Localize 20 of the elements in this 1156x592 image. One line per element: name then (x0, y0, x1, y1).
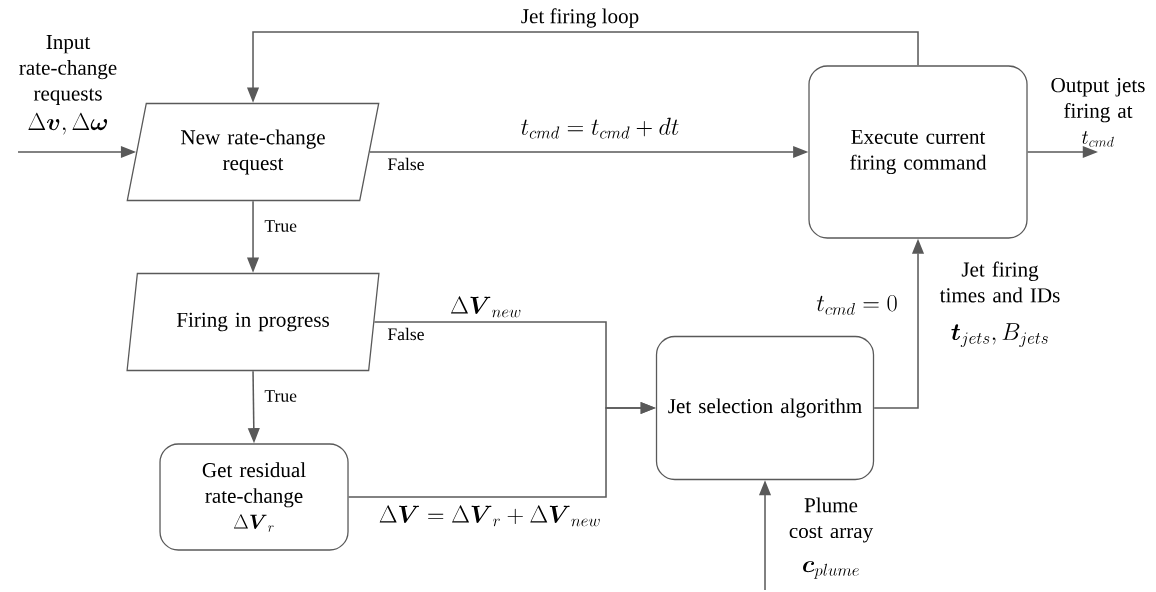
parallelogram-box: New rate-change request (126, 102, 380, 202)
rounded-box: Execute current firing command (808, 65, 1028, 239)
formula-label: $\boldsymbol{t}_{jets}, B_{jets}$ (951, 323, 1048, 347)
formula-label: $\Delta \boldsymbol{V}_{new}$ (451, 296, 521, 318)
edge-label: True (263, 219, 299, 233)
edge-label: Jet firing loop (519, 7, 641, 29)
formula-label: $\Delta \boldsymbol{v}, \Delta \boldsymbol{\omega}$ (28, 112, 108, 135)
edge-label: True (263, 389, 299, 403)
rounded-box: Get residual rate-change $\Delta \boldsymbol{V}_{r}$ (159, 443, 349, 551)
formula-label: $t_{cmd} = t_{cmd} + dt$ (521, 117, 679, 139)
edge-label: False (386, 326, 426, 342)
annotation-text: Input rate-change requests (19, 35, 117, 105)
formula-label: $t_{cmd} = 0$ (816, 294, 897, 315)
annotation-text: Output jets firing at $t_{cmd}$ (1051, 78, 1145, 147)
annotation-text: Jet firing times and IDs (939, 261, 1060, 303)
rounded-box: Jet selection algorithm (655, 335, 875, 481)
formula-label: $\Delta \boldsymbol{V} = \Delta \boldsymbol{V}_{r} + \Delta \boldsymbol{V}_{new}$ (379, 505, 600, 527)
edge-label: False (386, 156, 426, 172)
parallelogram-box: Firing in progress (126, 272, 380, 372)
formula-label: $\boldsymbol{c}_{plume}$ (803, 560, 859, 579)
